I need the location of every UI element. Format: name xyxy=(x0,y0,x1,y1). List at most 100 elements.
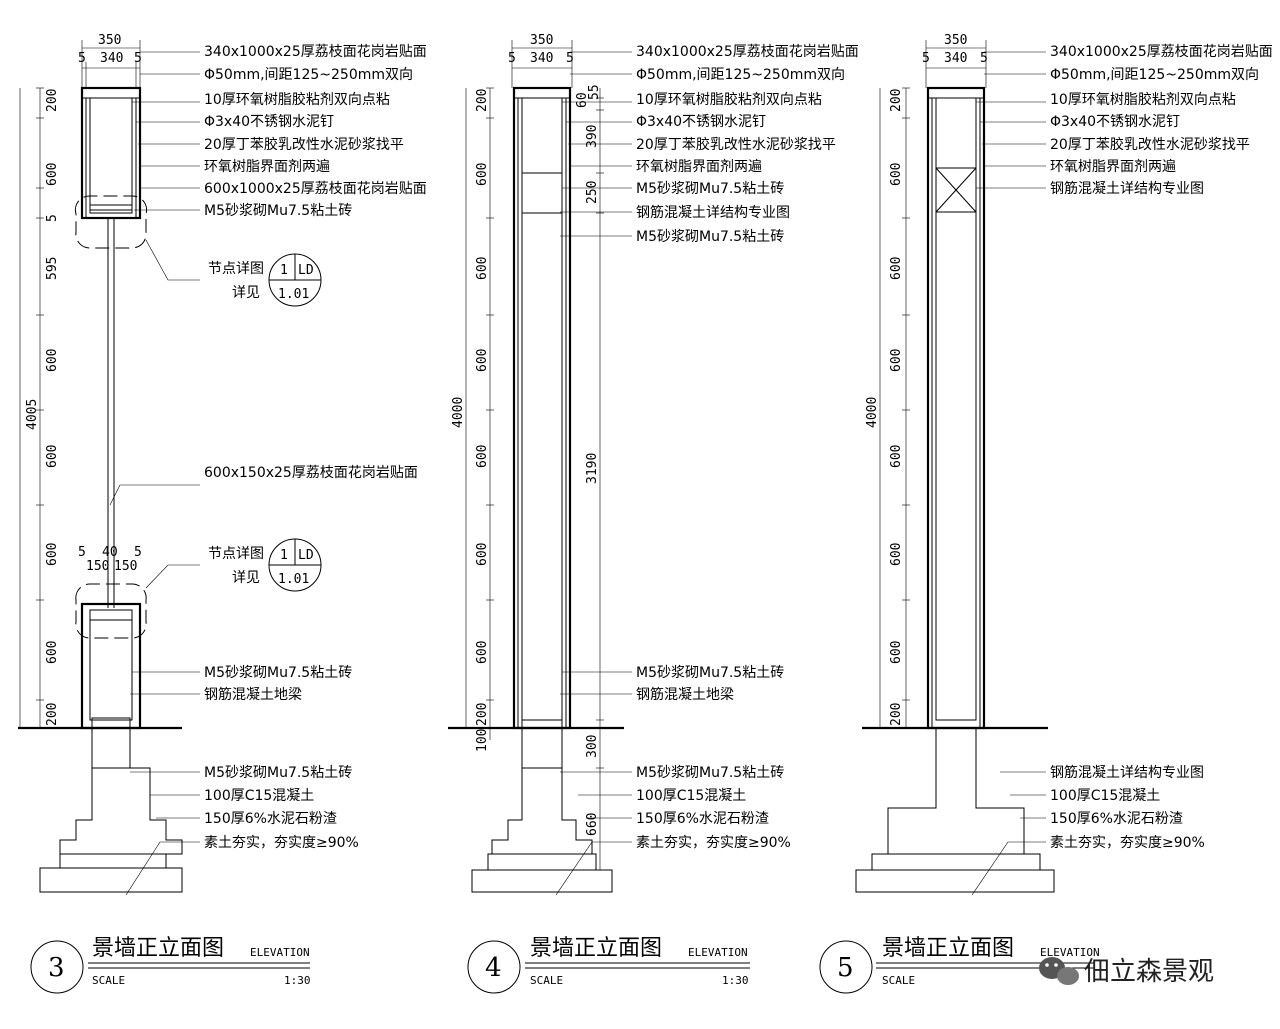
w3-callout2-right: LD xyxy=(298,548,314,563)
w3-dim-8: 600 xyxy=(45,543,60,566)
w3-callout1-bottom: 1.01 xyxy=(278,287,309,302)
watermark: 佃立森景观 xyxy=(1039,957,1214,987)
w3-joint-dim-5: 150 xyxy=(114,559,137,574)
w5-found-note-4: 素土夯实，夯实度≥90% xyxy=(1050,835,1205,851)
w4-note-8: 钢筋混凝土详结构专业图 xyxy=(636,204,790,221)
w4-rdim-3: 390 xyxy=(585,125,600,148)
w4-found-note-3: 150厚6%水泥石粉渣 xyxy=(636,811,769,827)
w5-number: 5 xyxy=(837,953,854,983)
w4-top-dim-mid: 340 xyxy=(530,51,553,66)
w5-note-6: 环氧树脂界面剂两遍 xyxy=(1050,159,1176,175)
w3-note-8: M5砂浆砌Mu7.5粘土砖 xyxy=(204,203,352,219)
w5-found-note-2: 100厚C15混凝土 xyxy=(1050,788,1160,804)
w4-dim-total: 4000 xyxy=(451,397,466,428)
w3-mid-note: 600x150x25厚荔枝面花岗岩贴面 xyxy=(204,465,418,481)
w5-note-4: Φ3x40不锈钢水泥钉 xyxy=(1050,114,1180,130)
w3-scale-value: 1:30 xyxy=(284,974,311,987)
w5-top-dim-mid: 340 xyxy=(944,51,967,66)
w4-lower-note-2: 钢筋混凝土地梁 xyxy=(636,686,734,703)
w3-found-note-2: 100厚C15混凝土 xyxy=(204,788,314,804)
w4-dim-1: 200 xyxy=(475,89,490,112)
w3-number: 3 xyxy=(48,953,65,983)
w4-dim-8: 600 xyxy=(475,641,490,664)
w3-top-dim-mid: 340 xyxy=(100,51,123,66)
w4-note-2: Φ50mm,间距125~250mm双向 xyxy=(636,67,845,83)
w3-top-dim-total: 350 xyxy=(98,33,121,48)
w3-lower-note-2: 钢筋混凝土地梁 xyxy=(204,686,302,703)
w4-dim-10: 100 xyxy=(475,729,490,752)
w4-dim-3: 600 xyxy=(475,163,490,186)
w4-dim-6: 600 xyxy=(475,445,490,468)
w4-rdim-7: 660 xyxy=(585,813,600,836)
wall-5-elevation xyxy=(819,40,1095,994)
wall-3-elevation xyxy=(18,40,322,994)
w3-note-6: 环氧树脂界面剂两遍 xyxy=(204,159,330,175)
w4-dim-7: 600 xyxy=(475,543,490,566)
w4-lower-note-1: M5砂浆砌Mu7.5粘土砖 xyxy=(636,665,784,681)
w3-dim-4: 5 xyxy=(45,214,60,222)
w4-dim-9: 200 xyxy=(475,703,490,726)
wall-4-elevation xyxy=(448,40,750,994)
w3-note-1: 340x1000x25厚荔枝面花岗岩贴面 xyxy=(204,44,427,60)
w4-found-note-1: M5砂浆砌Mu7.5粘土砖 xyxy=(636,765,784,781)
w3-note-2: Φ50mm,间距125~250mm双向 xyxy=(204,67,413,83)
w3-callout2-label2: 详见 xyxy=(232,570,260,586)
w5-dim-3: 600 xyxy=(889,163,904,186)
w3-note-5: 20厚丁苯胶乳改性水泥砂浆找平 xyxy=(204,136,404,153)
w4-note-5: 20厚丁苯胶乳改性水泥砂浆找平 xyxy=(636,136,836,153)
w3-callout2-label1: 节点详图 xyxy=(208,546,264,562)
w5-note-7: 钢筋混凝土详结构专业图 xyxy=(1050,180,1204,197)
w4-rdim-5: 3190 xyxy=(585,453,600,484)
w3-top-dim-left: 5 xyxy=(78,51,86,66)
w5-scale-label: SCALE xyxy=(882,974,915,987)
w4-top-dim-total: 350 xyxy=(530,33,553,48)
w3-found-note-1: M5砂浆砌Mu7.5粘土砖 xyxy=(204,765,352,781)
w4-dim-4: 600 xyxy=(475,257,490,280)
w4-dim-5: 600 xyxy=(475,349,490,372)
w4-found-note-2: 100厚C15混凝土 xyxy=(636,788,746,804)
w3-joint-dim-3: 5 xyxy=(134,545,142,560)
w5-top-dim-right: 5 xyxy=(980,51,988,66)
w5-dim-4: 600 xyxy=(889,257,904,280)
w5-subtitle: ELEVATION xyxy=(1040,946,1100,959)
w4-rdim-6: 300 xyxy=(585,735,600,758)
w4-note-7: M5砂浆砌Mu7.5粘土砖 xyxy=(636,181,784,197)
w3-subtitle: ELEVATION xyxy=(250,946,310,959)
w3-found-note-3: 150厚6%水泥石粉渣 xyxy=(204,811,337,827)
w3-dim-1: 200 xyxy=(45,89,60,112)
w5-note-2: Φ50mm,间距125~250mm双向 xyxy=(1050,67,1259,83)
w3-title: 景墙正立面图 xyxy=(92,936,224,961)
w4-note-4: Φ3x40不锈钢水泥钉 xyxy=(636,114,766,130)
w3-note-7: 600x1000x25厚荔枝面花岗岩贴面 xyxy=(204,181,427,197)
w4-note-3: 10厚环氧树脂胶粘剂双向点粘 xyxy=(636,91,822,108)
w4-subtitle: ELEVATION xyxy=(688,946,748,959)
w3-dim-3: 600 xyxy=(45,163,60,186)
w3-top-dim-right: 5 xyxy=(134,51,142,66)
w5-dim-1: 200 xyxy=(889,89,904,112)
w3-note-3: 10厚环氧树脂胶粘剂双向点粘 xyxy=(204,91,390,108)
w5-note-1: 340x1000x25厚荔枝面花岗岩贴面 xyxy=(1050,44,1273,60)
w3-joint-dim-1: 5 xyxy=(78,545,86,560)
w3-callout1-top: 1 xyxy=(280,263,288,278)
w4-rdim-1: 60 xyxy=(575,92,590,108)
w5-dim-7: 600 xyxy=(889,543,904,566)
w4-title: 景墙正立面图 xyxy=(530,936,662,961)
w5-dim-9: 200 xyxy=(889,703,904,726)
wechat-icon xyxy=(1039,957,1079,985)
w3-dim-7: 600 xyxy=(45,445,60,468)
w4-number: 4 xyxy=(485,953,502,983)
w4-note-6: 环氧树脂界面剂两遍 xyxy=(636,159,762,175)
w3-callout1-label1: 节点详图 xyxy=(208,261,264,277)
w4-top-dim-left: 5 xyxy=(508,51,516,66)
w5-top-dim-left: 5 xyxy=(922,51,930,66)
w3-callout1-label2: 详见 xyxy=(232,285,260,301)
w5-note-5: 20厚丁苯胶乳改性水泥砂浆找平 xyxy=(1050,136,1250,153)
w3-callout1-right: LD xyxy=(298,263,314,278)
w5-dim-total: 4000 xyxy=(865,397,880,428)
w4-rdim-4: 250 xyxy=(585,181,600,204)
w5-dim-6: 600 xyxy=(889,445,904,468)
w5-dim-8: 600 xyxy=(889,641,904,664)
w5-found-note-1: 钢筋混凝土详结构专业图 xyxy=(1050,764,1204,781)
w4-note-9: M5砂浆砌Mu7.5粘土砖 xyxy=(636,229,784,245)
